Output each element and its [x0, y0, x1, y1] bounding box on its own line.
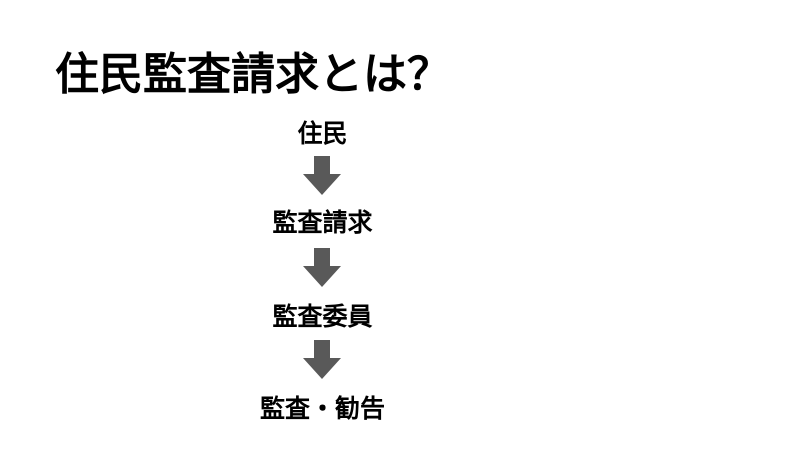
down-arrow-icon: [302, 340, 342, 380]
down-arrow-icon: [302, 248, 342, 288]
flow-step-audit-request: 監査請求: [272, 208, 373, 237]
flow-step-audit-committee: 監査委員: [272, 302, 373, 331]
flow-step-audit-recommendation: 監査・勧告: [259, 394, 385, 423]
down-arrow-icon: [302, 156, 342, 196]
flow-step-resident: 住民: [297, 119, 348, 148]
flow-diagram: 住民 監査請求 監査委員 監査・勧告: [220, 112, 425, 432]
slide-title: 住民監査請求とは？: [55, 49, 451, 100]
